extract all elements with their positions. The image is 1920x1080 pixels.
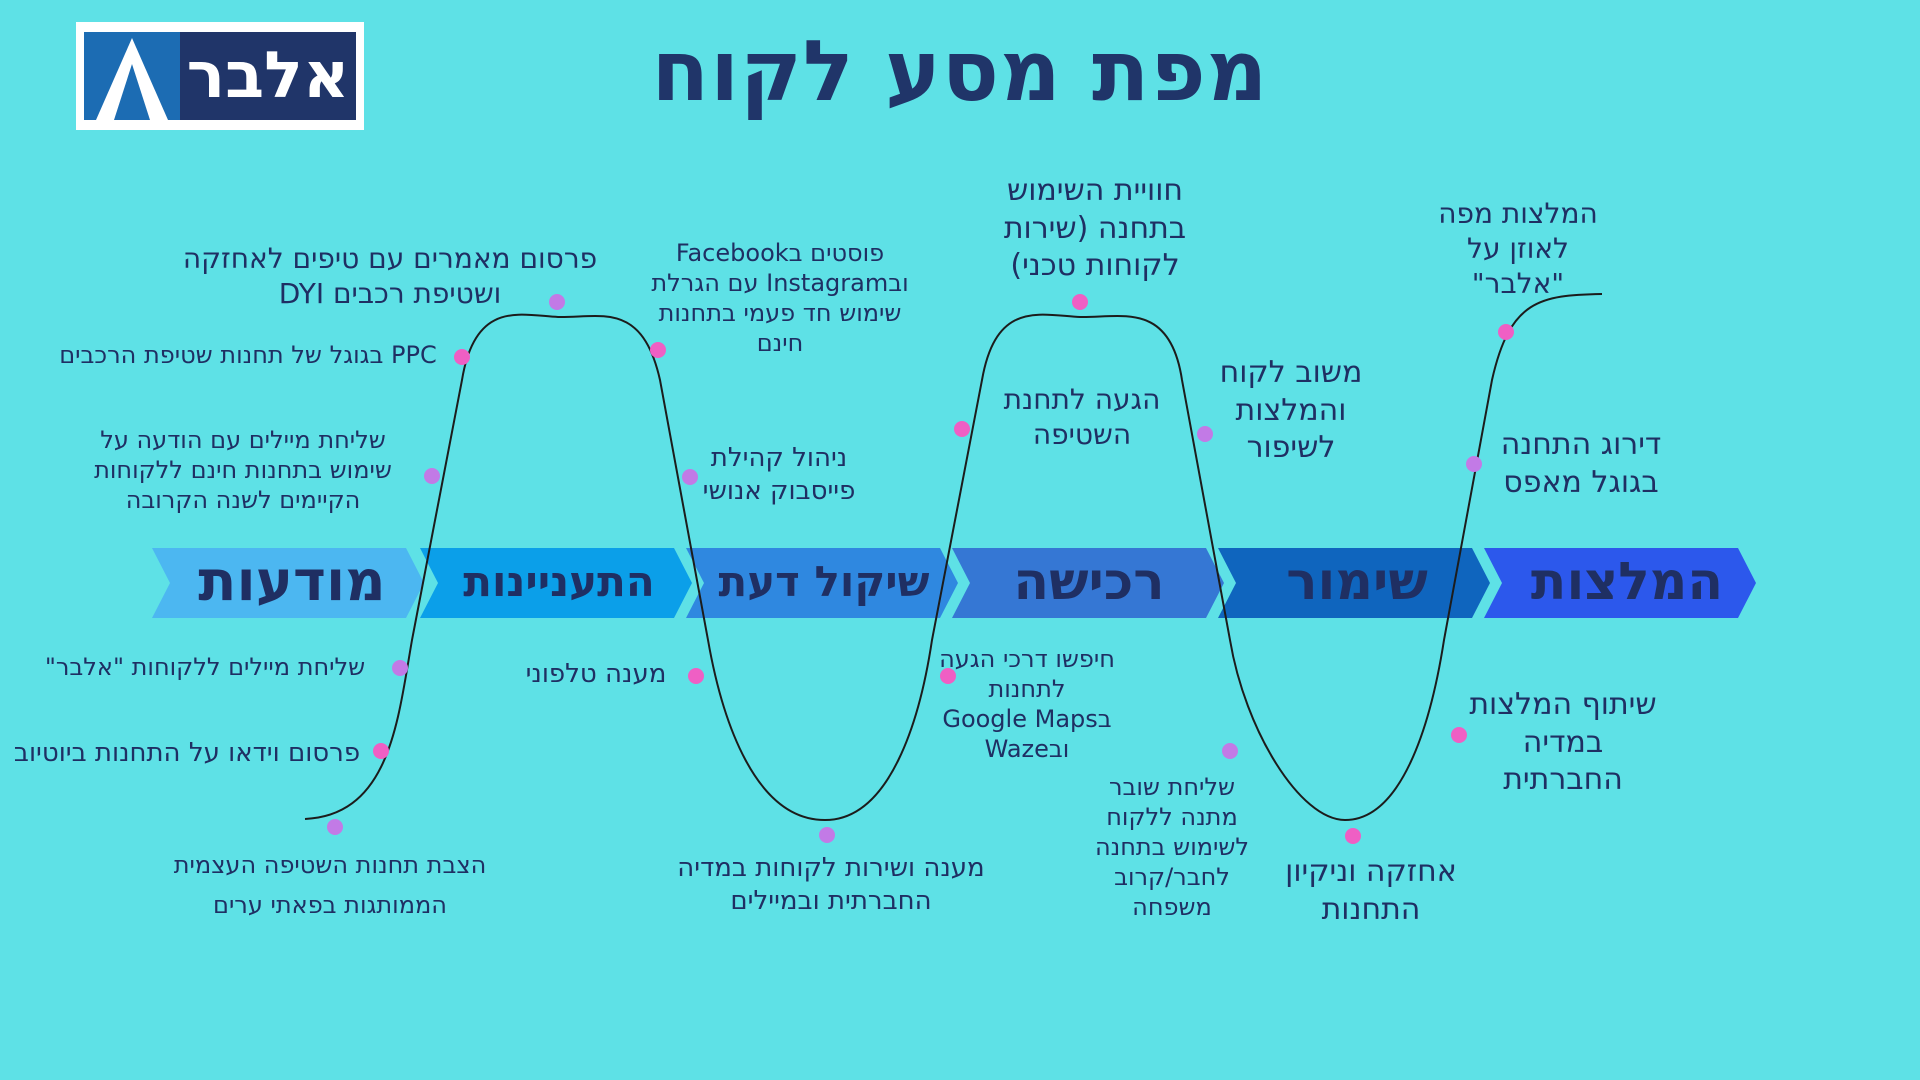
touchpoint-label: פרסום וידאו על התחנות ביוטיוב <box>13 738 361 768</box>
stage-arrow <box>952 548 1224 618</box>
page-title: מפת מסע לקוח <box>651 22 1269 120</box>
touchpoint-label: שליחת מיילים ללקוחות "אלבר" <box>44 653 366 681</box>
touchpoint-label: מענה ושירות לקוחות במדיה החברתית ובמיילי… <box>677 853 985 916</box>
stage-arrow <box>152 548 424 618</box>
dot <box>819 827 835 843</box>
touchpoint-label: חוויית השימוש בתחנה (שירות לקוחות טכני) <box>1003 173 1187 283</box>
dot <box>954 421 970 437</box>
dot <box>1345 828 1361 844</box>
dot <box>1451 727 1467 743</box>
touchpoint-label: הצבת תחנות השטיפה העצמית הממותגות בפאתי … <box>173 851 487 919</box>
touchpoint-dots <box>327 294 1514 844</box>
touchpoint-label: פרסום מאמרים עם טיפים לאחזקה ושטיפת רכבי… <box>182 242 598 310</box>
stage-arrow <box>420 548 692 618</box>
dot <box>454 349 470 365</box>
dot <box>1466 456 1482 472</box>
logo-wordmark: אלבר <box>180 32 356 120</box>
stage-label-retention: שימור <box>1286 552 1428 612</box>
dot <box>650 342 666 358</box>
touchpoint-label: פוסטים בFacebook ובInstagram עם הגרלת שי… <box>651 239 909 357</box>
dot <box>392 660 408 676</box>
dot <box>1222 743 1238 759</box>
touchpoint-label: חיפשו דרכי הגעה לתחנות בGoogle Maps ובWa… <box>939 645 1115 763</box>
touchpoint-label: שליחת שובר מתנה ללקוח לשימוש בתחנה לחבר/… <box>1094 773 1250 921</box>
touchpoint-label: אחזקה וניקיון התחנות <box>1285 854 1457 927</box>
stage-arrow <box>686 548 958 618</box>
touchpoint-label: דירוג התחנה בגוגל מאפס <box>1500 427 1662 500</box>
dot <box>327 819 343 835</box>
stage-label-awareness: מודעות <box>198 549 386 614</box>
stage-arrows <box>152 548 1756 618</box>
logo: אלבר <box>76 22 364 130</box>
stage-arrow <box>1484 548 1756 618</box>
touchpoint-label: מענה טלפוני <box>525 659 667 689</box>
dot <box>682 469 698 485</box>
touchpoint-label: שליחת מיילים עם הודעה על שימוש בתחנות חי… <box>94 426 392 514</box>
journey-curve <box>304 293 1603 822</box>
dot <box>1072 294 1088 310</box>
stage-label-recommendation: המלצות <box>1530 552 1724 612</box>
touchpoint-label: ניהול קהילת פייסבוק אנושי <box>702 443 856 506</box>
dot <box>1498 324 1514 340</box>
stage-label-consideration: שיקול דעת <box>718 557 930 606</box>
a-triangle-icon <box>84 32 180 120</box>
dot <box>940 668 956 684</box>
stage-arrow <box>1218 548 1490 618</box>
touchpoint-label: הגעה לתחנת השטיפה <box>1003 383 1161 451</box>
dot <box>1197 426 1213 442</box>
touchpoint-label: משוב לקוח והמלצות לשיפור <box>1219 355 1363 465</box>
touchpoint-label: המלצות מפה לאוזן על "אלבר" <box>1438 197 1598 300</box>
dot <box>688 668 704 684</box>
stage-label-purchase: רכישה <box>1013 552 1165 612</box>
dot <box>424 468 440 484</box>
dot <box>549 294 565 310</box>
touchpoint-label: PPC בגוגל של תחנות שטיפת הרכבים <box>59 341 437 369</box>
dot <box>373 743 389 759</box>
stage-label-interest: התעניינות <box>463 557 655 606</box>
touchpoint-label: שיתוף המלצות במדיה החברתית <box>1469 687 1657 797</box>
